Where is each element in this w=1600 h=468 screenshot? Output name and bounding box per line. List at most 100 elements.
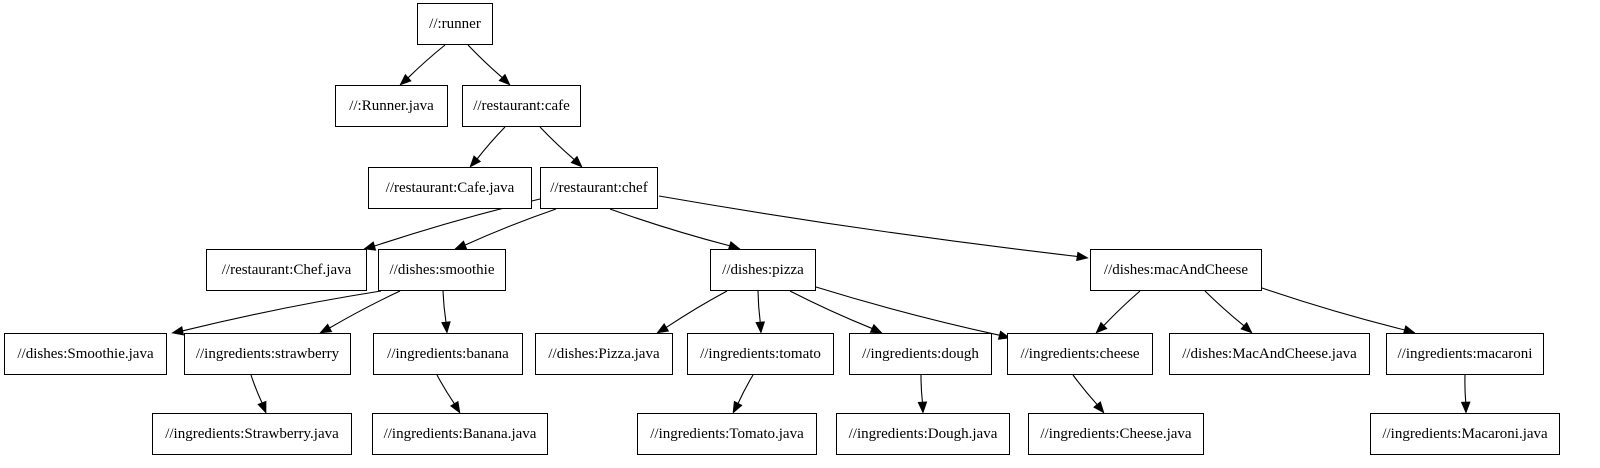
edge-arrowhead	[454, 240, 468, 250]
graph-edge-restaurant_chef-to-dishes_smoothie	[454, 208, 557, 250]
edge-arrowhead	[917, 401, 928, 414]
graph-edge-dishes_pizza-to-ing_cheese	[815, 286, 1011, 340]
edge-line	[737, 374, 754, 404]
graph-node-ing_cheese[interactable]: //ingredients:cheese	[1007, 333, 1153, 375]
edge-line	[442, 290, 447, 323]
graph-node-chef_java[interactable]: //restaurant:Chef.java	[206, 249, 367, 291]
edge-line	[1464, 374, 1467, 403]
graph-node-ing_macaroni[interactable]: //ingredients:macaroni	[1386, 333, 1544, 375]
graph-node-banana_java[interactable]: //ingredients:Banana.java	[372, 413, 548, 455]
edge-line	[757, 290, 761, 323]
graph-node-ing_banana[interactable]: //ingredients:banana	[373, 333, 523, 375]
graph-edge-ing_banana-to-banana_java	[436, 374, 461, 414]
graph-node-label: //dishes:macAndCheese	[1103, 261, 1249, 278]
edge-arrowhead	[755, 321, 766, 334]
edge-line	[1204, 290, 1245, 327]
graph-node-restaurant_chef[interactable]: //restaurant:chef	[540, 167, 658, 209]
graph-node-ing_dough[interactable]: //ingredients:dough	[849, 333, 992, 375]
graph-node-label: //ingredients:strawberry	[195, 345, 340, 362]
graph-edge-dishes_smoothie-to-smoothie_java	[171, 290, 382, 336]
graph-node-ing_tomato[interactable]: //ingredients:tomato	[687, 333, 834, 375]
graph-edge-dishes_pizza-to-ing_tomato	[755, 290, 766, 334]
edge-arrowhead	[1076, 251, 1089, 262]
graph-edge-dishes_pizza-to-pizza_java	[656, 290, 728, 334]
edge-line	[407, 44, 446, 79]
graph-edge-restaurant_chef-to-dishes_macandchee	[658, 195, 1089, 262]
edge-line	[476, 126, 506, 160]
edge-arrowhead	[399, 73, 412, 86]
graph-node-strawberry_java[interactable]: //ingredients:Strawberry.java	[152, 413, 352, 455]
graph-edge-dishes_smoothie-to-ing_banana	[441, 290, 451, 334]
graph-node-cafe_java[interactable]: //restaurant:Cafe.java	[368, 167, 532, 209]
edge-arrowhead	[869, 323, 883, 334]
graph-edge-dishes_macandchee-to-macandcheese_java	[1204, 290, 1253, 334]
edge-arrowhead	[1460, 401, 1471, 414]
graph-node-label: //ingredients:Dough.java	[848, 425, 998, 442]
graph-node-label: //restaurant:Chef.java	[221, 261, 352, 278]
graph-edge-ing_cheese-to-cheese_java	[1072, 374, 1105, 414]
graph-node-label: //ingredients:Strawberry.java	[165, 425, 339, 442]
graph-edge-ing_macaroni-to-macaroni_java	[1460, 374, 1471, 414]
edge-line	[467, 44, 503, 78]
graph-node-tomato_java[interactable]: //ingredients:Tomato.java	[637, 413, 817, 455]
graph-edge-dishes_smoothie-to-ing_strawberry	[319, 290, 401, 334]
graph-node-dishes_pizza[interactable]: //dishes:pizza	[710, 249, 816, 291]
graph-node-ing_strawberry[interactable]: //ingredients:strawberry	[184, 333, 351, 375]
edge-line	[436, 374, 455, 404]
graph-edge-restaurant_cafe-to-cafe_java	[469, 126, 506, 168]
edge-arrowhead	[656, 323, 670, 334]
graph-node-label: //dishes:Pizza.java	[548, 345, 660, 362]
edge-arrowhead	[570, 155, 583, 168]
edge-arrowhead	[171, 326, 185, 336]
graph-edge-dishes_macandchee-to-ing_cheese	[1095, 290, 1141, 334]
graph-node-cheese_java[interactable]: //ingredients:Cheese.java	[1028, 413, 1204, 455]
graph-node-dishes_smoothie[interactable]: //dishes:smoothie	[378, 249, 506, 291]
graph-node-runner_java[interactable]: //:Runner.java	[335, 85, 448, 127]
edge-arrowhead	[441, 321, 451, 334]
edge-arrowhead	[363, 241, 377, 251]
graph-node-label: //:runner	[429, 15, 481, 32]
graph-edge-dishes_macandchee-to-ing_macaroni	[1261, 287, 1416, 335]
edge-line	[329, 290, 401, 329]
graph-node-runner[interactable]: //:runner	[417, 3, 493, 45]
graph-node-label: //ingredients:dough	[862, 345, 979, 362]
edge-line	[1072, 374, 1098, 405]
graph-edge-runner-to-runner_java	[399, 44, 446, 86]
edge-arrowhead	[450, 400, 461, 414]
graph-node-label: //ingredients:banana	[387, 345, 509, 362]
graph-node-label: //dishes:pizza	[722, 261, 804, 278]
graph-edge-restaurant_chef-to-dishes_pizza	[609, 208, 741, 251]
graph-node-label: //ingredients:cheese	[1020, 345, 1140, 362]
edge-line	[465, 208, 557, 246]
edge-line	[666, 290, 728, 328]
edge-line	[1261, 287, 1405, 331]
graph-node-label: //ingredients:Cheese.java	[1040, 425, 1192, 442]
edge-arrowhead	[1093, 401, 1105, 414]
graph-edge-ing_dough-to-dough_java	[917, 374, 928, 414]
graph-node-smoothie_java[interactable]: //dishes:Smoothie.java	[4, 333, 167, 375]
edge-line	[815, 286, 1000, 336]
edge-line	[182, 290, 382, 332]
edge-arrowhead	[498, 73, 511, 86]
graph-node-macaroni_java[interactable]: //ingredients:Macaroni.java	[1370, 413, 1560, 455]
graph-node-label: //ingredients:Macaroni.java	[1382, 425, 1548, 442]
edge-arrowhead	[1095, 321, 1108, 334]
graph-node-label: //dishes:MacAndCheese.java	[1182, 345, 1357, 362]
graph-node-restaurant_cafe[interactable]: //restaurant:cafe	[462, 85, 581, 127]
edge-line	[789, 290, 873, 329]
graph-node-macandcheese_java[interactable]: //dishes:MacAndCheese.java	[1169, 333, 1370, 375]
edge-line	[658, 195, 1078, 257]
edge-line	[920, 374, 923, 403]
edge-arrowhead	[319, 323, 333, 334]
graph-node-pizza_java[interactable]: //dishes:Pizza.java	[535, 333, 673, 375]
graph-node-dishes_macandchee[interactable]: //dishes:macAndCheese	[1090, 249, 1262, 291]
graph-node-label: //restaurant:Cafe.java	[385, 179, 515, 196]
graph-edge-dishes_pizza-to-ing_dough	[789, 290, 883, 334]
graph-node-dough_java[interactable]: //ingredients:Dough.java	[836, 413, 1010, 455]
graph-node-label: //ingredients:tomato	[700, 345, 821, 362]
graph-node-label: //dishes:smoothie	[389, 261, 495, 278]
graph-node-label: //restaurant:cafe	[473, 97, 570, 114]
edge-arrowhead	[257, 400, 267, 414]
